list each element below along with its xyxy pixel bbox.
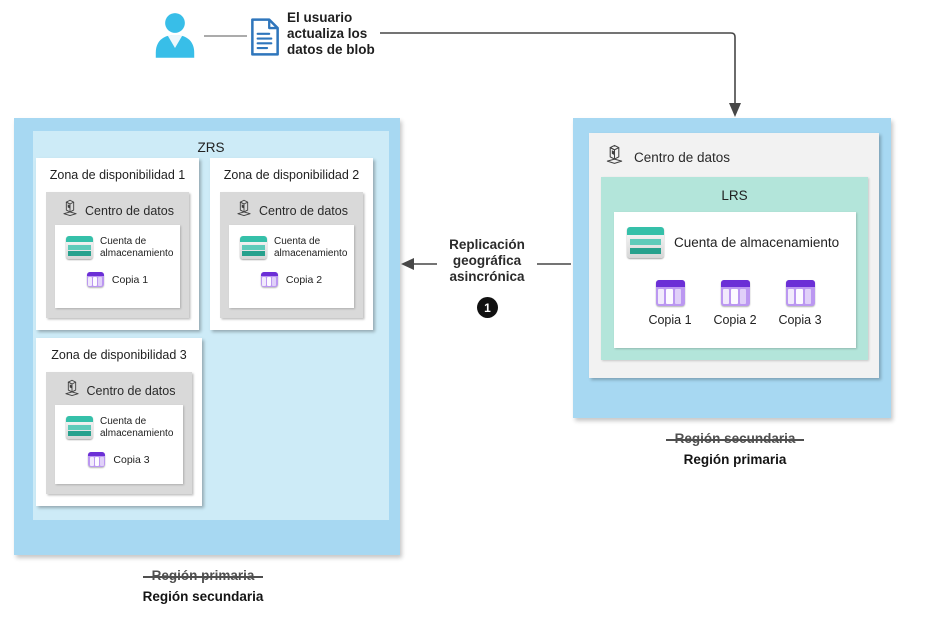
- left-region-old-label: Región primaria: [142, 565, 264, 586]
- lrs-datacenter-card: Centro de datos LRS Cuenta de almacenami…: [589, 133, 879, 378]
- storage-account-icon: [66, 236, 93, 259]
- zone-title: Zona de disponibilidad 3: [51, 348, 187, 362]
- user-person-icon: [148, 8, 202, 64]
- storage-account-label: Cuenta de almacenamiento: [100, 236, 174, 259]
- left-region-labels: Región primaria Región secundaria: [60, 565, 346, 607]
- copy-table-icon: [655, 280, 685, 306]
- storage-account-label: Cuenta de almacenamiento: [674, 235, 840, 250]
- copy-table-icon: [86, 272, 104, 287]
- zrs-region-box: ZRS Zona de disponibilidad 1: [14, 118, 400, 555]
- copy-label: Copia 1: [111, 273, 149, 286]
- zone-content-box: Cuenta de almacenamiento Copia 2: [229, 225, 354, 308]
- copy-label: Copia 1: [648, 313, 692, 327]
- datacenter-building-icon: [604, 144, 625, 170]
- copy-item: Copia 1: [645, 280, 695, 327]
- datacenter-label: Centro de datos: [259, 203, 348, 218]
- step-number: 1: [484, 300, 491, 315]
- zrs-inner-box: ZRS Zona de disponibilidad 1: [33, 131, 389, 520]
- blob-document-icon: [249, 17, 281, 57]
- availability-zone-1: Zona de disponibilidad 1: [36, 158, 199, 330]
- copy-label: Copia 2: [285, 273, 323, 286]
- storage-account-icon: [66, 416, 93, 439]
- storage-account-icon: [240, 236, 267, 259]
- storage-account-label: Cuenta de almacenamiento: [274, 236, 348, 259]
- datacenter-building-icon: [235, 199, 253, 222]
- zone-title: Zona de disponibilidad 1: [49, 168, 186, 182]
- availability-zone-3: Zona de disponibilidad 3: [36, 338, 202, 506]
- replication-label: Replicación geográfica asincrónica: [437, 236, 537, 286]
- right-region-old-label: Región secundaria: [665, 428, 805, 449]
- copy-table-icon: [720, 280, 750, 306]
- lrs-title: LRS: [721, 188, 748, 203]
- copy-table-icon: [785, 280, 815, 306]
- storage-account-icon: [627, 227, 664, 258]
- datacenter-label: Centro de datos: [86, 383, 176, 398]
- step-1-badge: 1: [477, 297, 498, 318]
- copy-table-icon: [260, 272, 278, 287]
- datacenter-building-icon: [63, 379, 81, 402]
- zone-content-box: Cuenta de almacenamiento Copia 3: [55, 405, 183, 484]
- lrs-region-box: Centro de datos LRS Cuenta de almacenami…: [573, 118, 891, 418]
- copy-label: Copia 2: [713, 313, 757, 327]
- availability-zone-2: Zona de disponibilidad 2: [210, 158, 373, 330]
- copy-item: Copia 2: [710, 280, 760, 327]
- right-region-labels: Región secundaria Región primaria: [592, 428, 878, 470]
- zone-title: Zona de disponibilidad 2: [223, 168, 360, 182]
- right-region-new-label: Región primaria: [683, 452, 787, 467]
- lrs-box: LRS Cuenta de almacenamiento Copia 1: [601, 177, 868, 360]
- zone-datacenter: Centro de datos Cuenta de almacenamiento…: [220, 192, 363, 318]
- zone-datacenter: Centro de datos Cuenta de almacenamiento…: [46, 192, 189, 318]
- zone-datacenter: Centro de datos Cuenta de almacenamiento…: [46, 372, 192, 494]
- copy-table-icon: [88, 452, 106, 467]
- copy-label: Copia 3: [113, 453, 150, 466]
- storage-account-label: Cuenta de almacenamiento: [100, 416, 174, 439]
- lrs-content-box: Cuenta de almacenamiento Copia 1 Copia 2: [614, 212, 856, 348]
- zone-content-box: Cuenta de almacenamiento Copia 1: [55, 225, 180, 308]
- copy-label: Copia 3: [778, 313, 822, 327]
- zrs-title: ZRS: [197, 140, 225, 155]
- left-region-new-label: Región secundaria: [142, 589, 264, 604]
- datacenter-label: Centro de datos: [634, 149, 731, 165]
- copy-item: Copia 3: [775, 280, 825, 327]
- user-action-label: El usuario actualiza los datos de blob: [287, 10, 375, 57]
- datacenter-building-icon: [61, 199, 79, 222]
- datacenter-label: Centro de datos: [85, 203, 174, 218]
